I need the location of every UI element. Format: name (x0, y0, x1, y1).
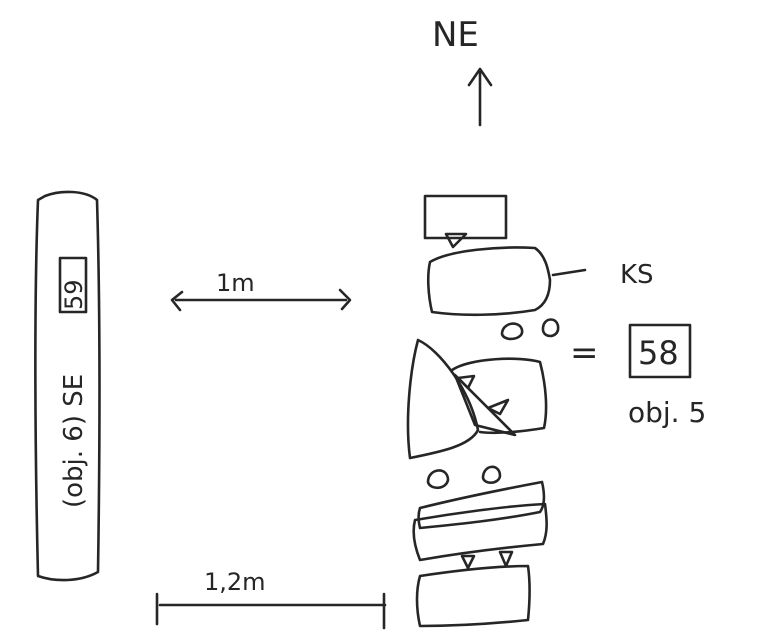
pebble-3 (426, 469, 450, 490)
ks-label: KS (620, 260, 654, 290)
inner-triangle (453, 373, 517, 437)
left-box-outline (58, 256, 88, 314)
number-box-value: 58 (638, 334, 679, 372)
left-bar-label: (obj. 6) SE (59, 374, 89, 508)
scale-bottom-bar (155, 592, 387, 630)
ks-stone (426, 246, 552, 317)
left-box-number: 59 (60, 279, 88, 310)
scale-bottom-label: 1,2m (204, 568, 266, 596)
ks-pointer-line (551, 268, 587, 277)
small-triangle-3 (456, 374, 476, 390)
triangle-stone (406, 338, 480, 460)
pebble-2 (541, 318, 560, 338)
north-label: NE (432, 15, 479, 55)
lower-slab-2 (412, 502, 548, 562)
left-bar (34, 190, 101, 582)
small-triangle-5 (498, 550, 514, 568)
equals-sign: = (570, 333, 599, 373)
north-arrow (467, 67, 493, 127)
bottom-slab (415, 564, 531, 628)
scale-top-label: 1m (216, 269, 255, 297)
obj-label: obj. 5 (628, 396, 706, 429)
top-slab (423, 194, 508, 240)
scale-top-bar (170, 288, 352, 312)
middle-block (450, 357, 548, 435)
pebble-4 (481, 465, 502, 484)
number-box-outline (628, 323, 692, 379)
small-triangle-2 (486, 398, 510, 416)
small-triangle-4 (460, 554, 476, 570)
lower-slab-1 (417, 480, 546, 530)
small-triangle-1 (444, 232, 468, 249)
pebble-1 (500, 322, 524, 341)
